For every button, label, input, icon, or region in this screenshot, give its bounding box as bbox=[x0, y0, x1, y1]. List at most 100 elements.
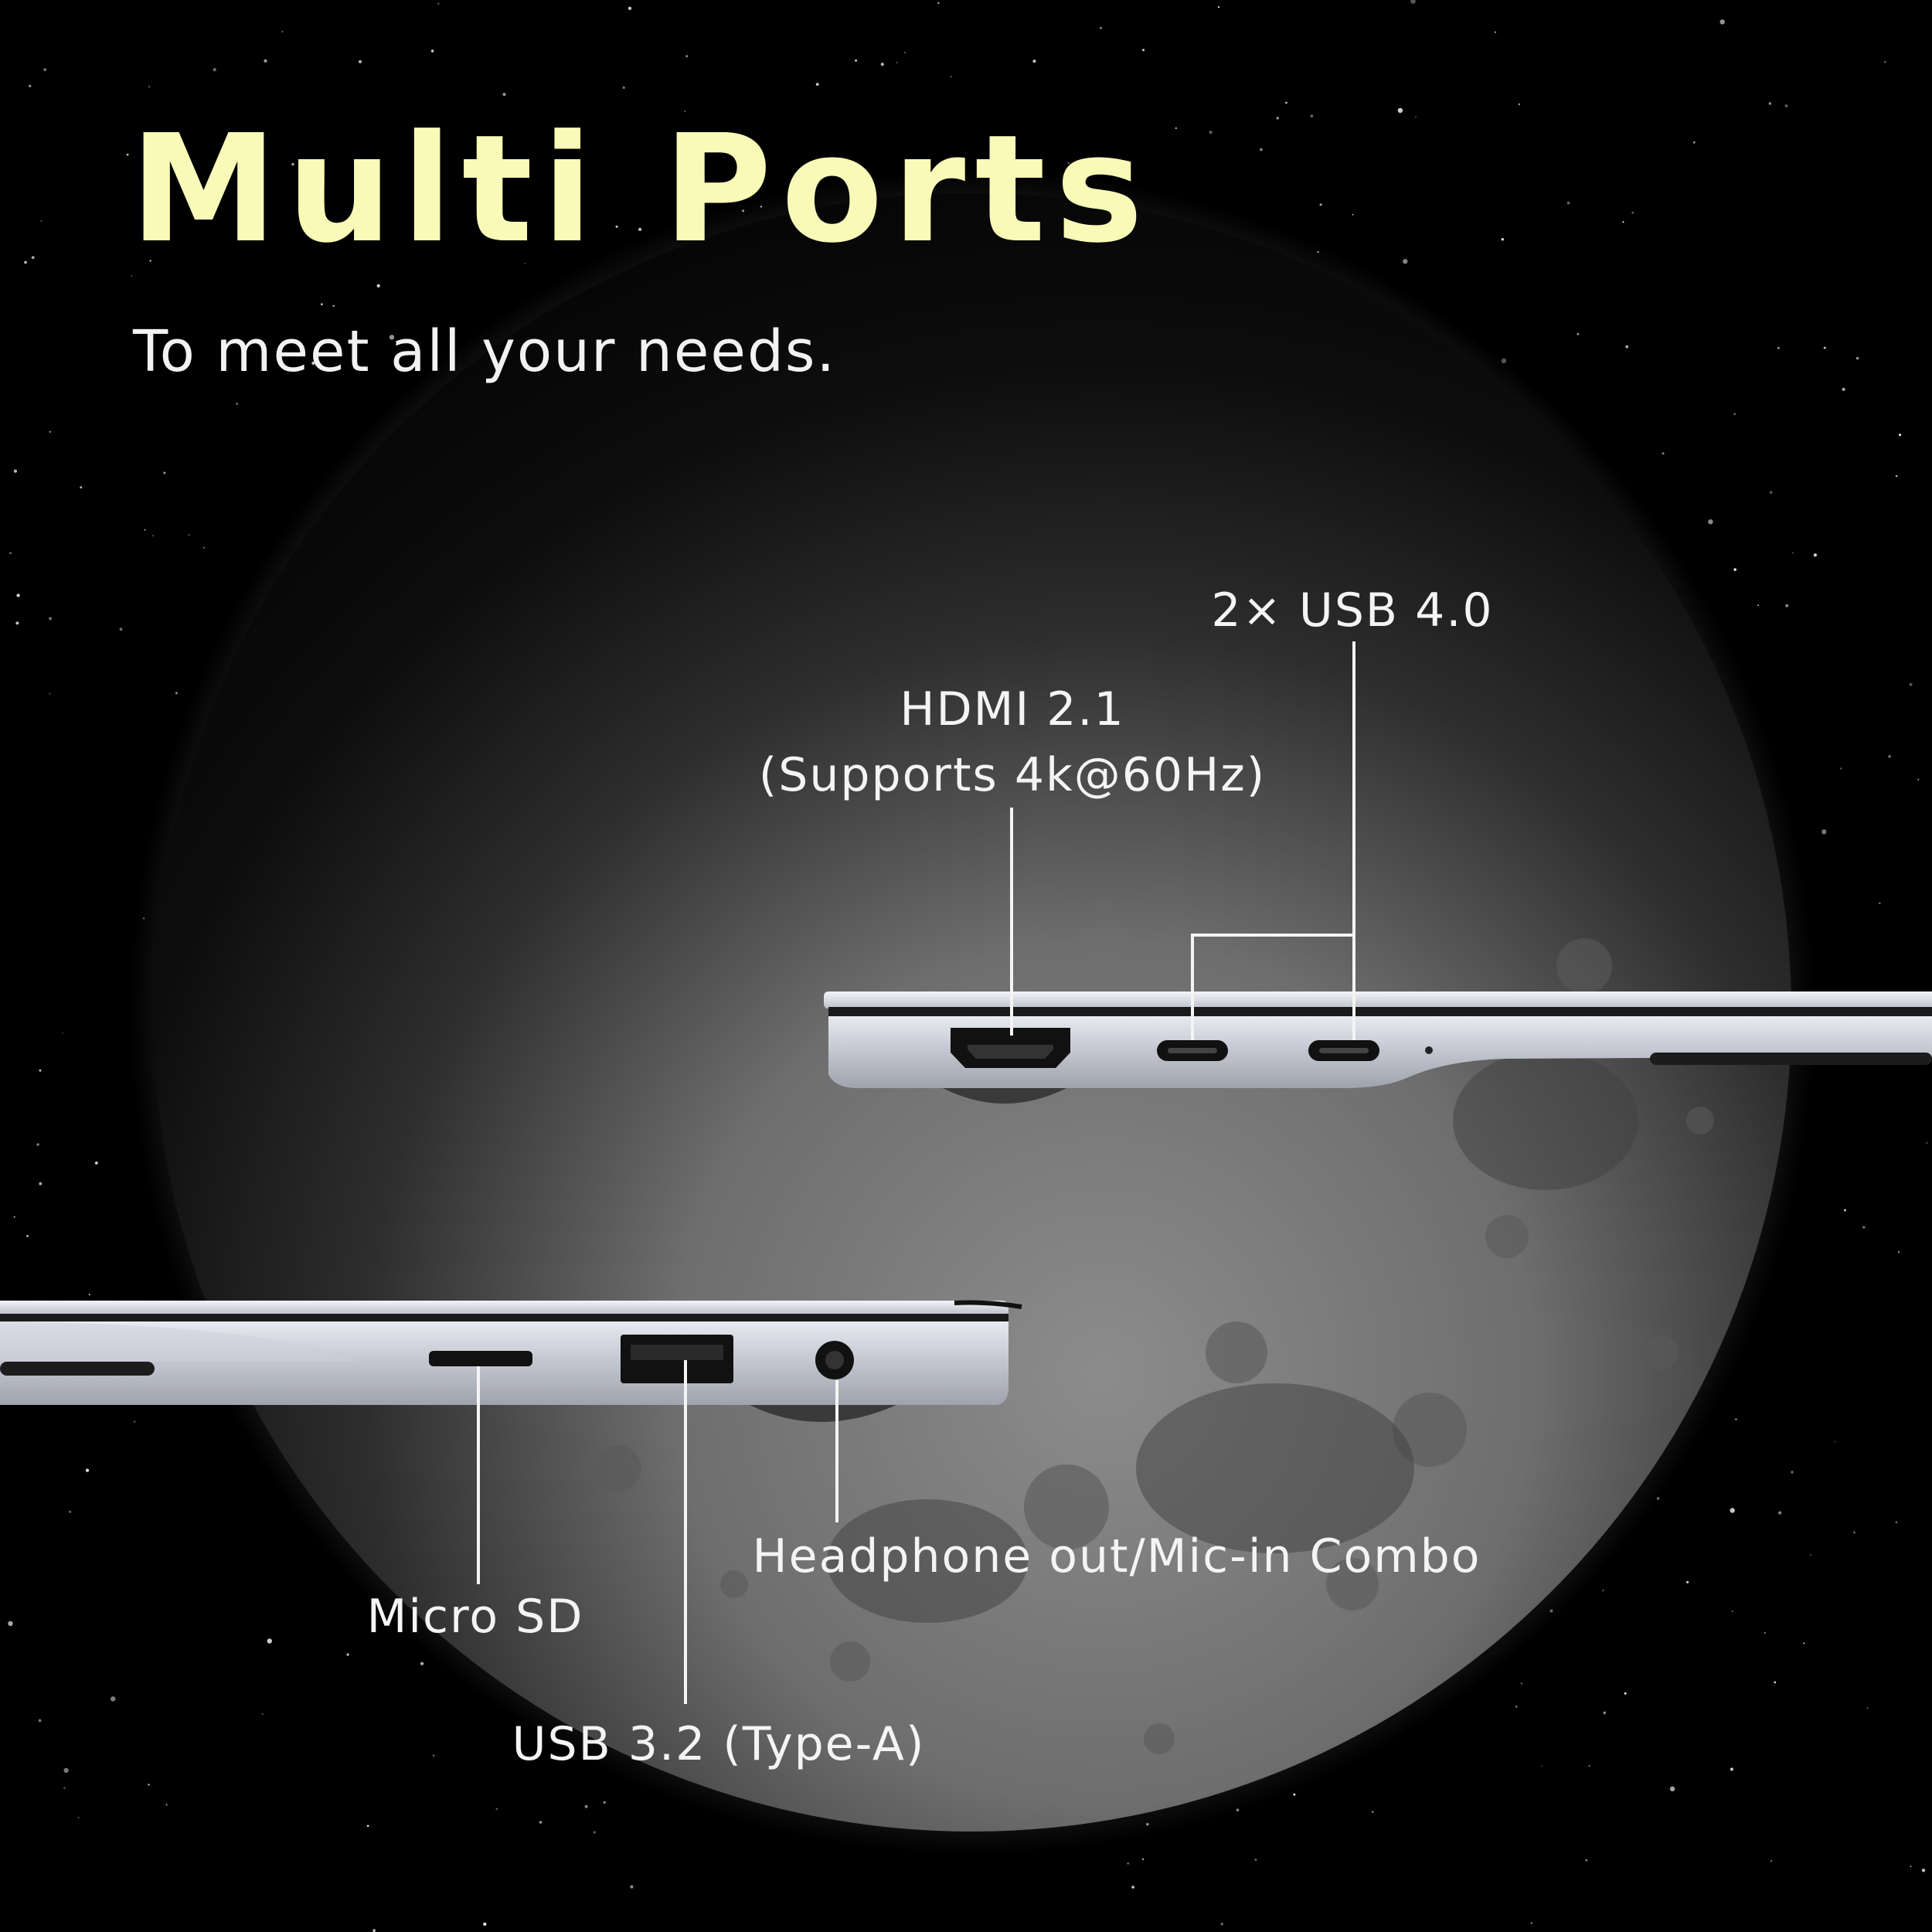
star bbox=[1276, 117, 1279, 120]
star bbox=[593, 1831, 596, 1834]
star bbox=[1862, 1226, 1866, 1229]
usb-a-port-icon bbox=[621, 1335, 733, 1383]
star bbox=[1285, 101, 1287, 104]
star bbox=[36, 1143, 39, 1146]
star bbox=[49, 430, 51, 433]
star bbox=[62, 1032, 63, 1034]
star bbox=[1127, 1862, 1130, 1865]
star bbox=[1032, 60, 1036, 63]
star bbox=[1770, 1860, 1773, 1862]
star bbox=[753, 186, 755, 189]
star bbox=[376, 284, 380, 287]
star bbox=[1259, 148, 1263, 151]
star bbox=[38, 1719, 42, 1723]
star bbox=[603, 1801, 606, 1804]
star bbox=[1842, 387, 1845, 391]
star bbox=[437, 2, 440, 5]
star bbox=[1254, 1859, 1257, 1861]
star bbox=[628, 6, 632, 10]
star bbox=[622, 86, 625, 90]
star bbox=[77, 1817, 80, 1818]
star bbox=[1686, 1580, 1689, 1583]
star bbox=[477, 207, 479, 210]
star bbox=[1719, 19, 1725, 25]
star bbox=[358, 60, 362, 63]
callout-usb32: USB 3.2 (Type-A) bbox=[512, 1717, 926, 1771]
star bbox=[49, 617, 53, 621]
star bbox=[1910, 1866, 1912, 1867]
star bbox=[111, 1696, 116, 1702]
star bbox=[165, 1804, 168, 1806]
star bbox=[430, 49, 434, 53]
star bbox=[1602, 1589, 1604, 1592]
star bbox=[85, 1468, 90, 1472]
star bbox=[684, 111, 686, 113]
star bbox=[1397, 107, 1403, 114]
star bbox=[1757, 604, 1760, 607]
star bbox=[1175, 127, 1177, 130]
star bbox=[148, 1784, 150, 1786]
star bbox=[389, 335, 395, 340]
star bbox=[685, 55, 688, 57]
star bbox=[144, 529, 146, 531]
star bbox=[584, 1804, 588, 1808]
star bbox=[1898, 1251, 1900, 1253]
star bbox=[1352, 213, 1354, 216]
star bbox=[49, 692, 51, 695]
star bbox=[1403, 259, 1408, 264]
star bbox=[1840, 767, 1842, 770]
star bbox=[16, 594, 20, 597]
hdmi-port-icon bbox=[951, 1028, 1070, 1068]
star bbox=[1895, 1521, 1898, 1524]
star bbox=[1926, 1141, 1928, 1145]
star bbox=[1844, 1209, 1846, 1212]
star bbox=[131, 274, 133, 277]
star bbox=[1883, 60, 1886, 63]
star bbox=[1319, 203, 1322, 206]
star bbox=[903, 52, 906, 53]
star bbox=[1131, 1886, 1134, 1889]
star bbox=[539, 1821, 543, 1824]
star bbox=[69, 1510, 72, 1513]
status-led bbox=[1425, 1046, 1433, 1054]
star bbox=[1823, 346, 1826, 349]
star bbox=[1777, 1511, 1782, 1515]
star bbox=[1731, 1610, 1733, 1613]
star bbox=[26, 1235, 29, 1237]
star bbox=[13, 469, 18, 473]
callout-lines bbox=[477, 641, 1355, 1704]
star bbox=[1730, 1767, 1733, 1771]
star bbox=[8, 1621, 13, 1627]
star bbox=[175, 692, 178, 695]
star bbox=[1520, 1682, 1522, 1685]
star bbox=[24, 260, 27, 264]
star bbox=[31, 256, 35, 260]
star bbox=[126, 153, 129, 156]
star bbox=[88, 1293, 90, 1296]
star bbox=[1733, 568, 1736, 571]
star bbox=[1921, 1869, 1926, 1872]
star bbox=[1730, 1508, 1735, 1513]
star bbox=[1898, 434, 1902, 437]
page-subtitle: To meet all your needs. bbox=[133, 318, 837, 385]
star bbox=[1821, 829, 1827, 835]
star bbox=[1917, 778, 1920, 781]
callout-usb4: 2× USB 4.0 bbox=[1211, 583, 1494, 638]
star bbox=[1220, 1922, 1223, 1926]
star bbox=[133, 1420, 136, 1423]
star bbox=[372, 1929, 376, 1932]
star bbox=[188, 533, 190, 536]
microsd-slot-icon bbox=[429, 1351, 532, 1366]
star bbox=[39, 1182, 43, 1185]
star bbox=[1777, 346, 1780, 349]
star bbox=[1566, 201, 1570, 205]
callout-audio: Headphone out/Mic-in Combo bbox=[752, 1529, 1481, 1583]
star bbox=[1625, 345, 1629, 349]
laptop-left-side bbox=[0, 1300, 1022, 1422]
star bbox=[1141, 1858, 1145, 1860]
star bbox=[267, 1638, 272, 1644]
star bbox=[615, 225, 618, 228]
audio-jack-icon bbox=[815, 1341, 854, 1379]
star bbox=[152, 535, 155, 537]
star bbox=[1501, 237, 1505, 241]
